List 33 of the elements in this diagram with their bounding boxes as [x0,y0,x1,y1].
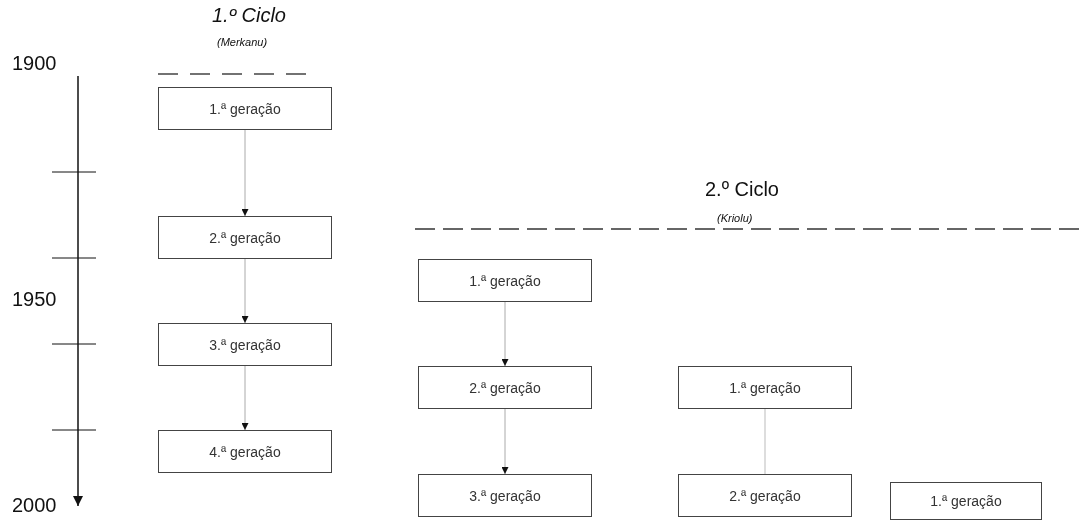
generation-label: 1.ª geração [469,272,541,289]
cycle-title: 1.º Ciclo [212,4,286,27]
year-label: 1950 [12,288,57,311]
cycle-subtitle: (Kriolu) [717,212,753,224]
year-label: 1900 [12,52,57,75]
generation-box [158,323,332,366]
generation-label: 2.ª geração [729,487,801,504]
connector-line [764,408,766,475]
generation-box [418,474,592,517]
generation-box [158,87,332,130]
generation-box [890,482,1042,520]
generation-label: 2.ª geração [209,229,281,246]
generation-label: 4.ª geração [209,443,281,460]
arrow [501,301,509,367]
generation-box [418,259,592,302]
generation-box [158,430,332,473]
generation-box [158,216,332,259]
year-label: 2000 [12,494,57,517]
generation-box [418,366,592,409]
generation-label: 2.ª geração [469,379,541,396]
generation-label: 3.ª geração [209,336,281,353]
generation-label: 1.ª geração [209,100,281,117]
arrow [241,258,249,324]
generation-label: 1.ª geração [729,379,801,396]
cycle-title: 2.º Ciclo [705,178,779,201]
generation-box [678,366,852,409]
arrow [241,129,249,217]
generation-label: 3.ª geração [469,487,541,504]
arrow [501,408,509,475]
generation-label: 1.ª geração [930,493,1002,509]
arrow [241,365,249,431]
generation-box [678,474,852,517]
cycle-subtitle: (Merkanu) [217,36,268,48]
